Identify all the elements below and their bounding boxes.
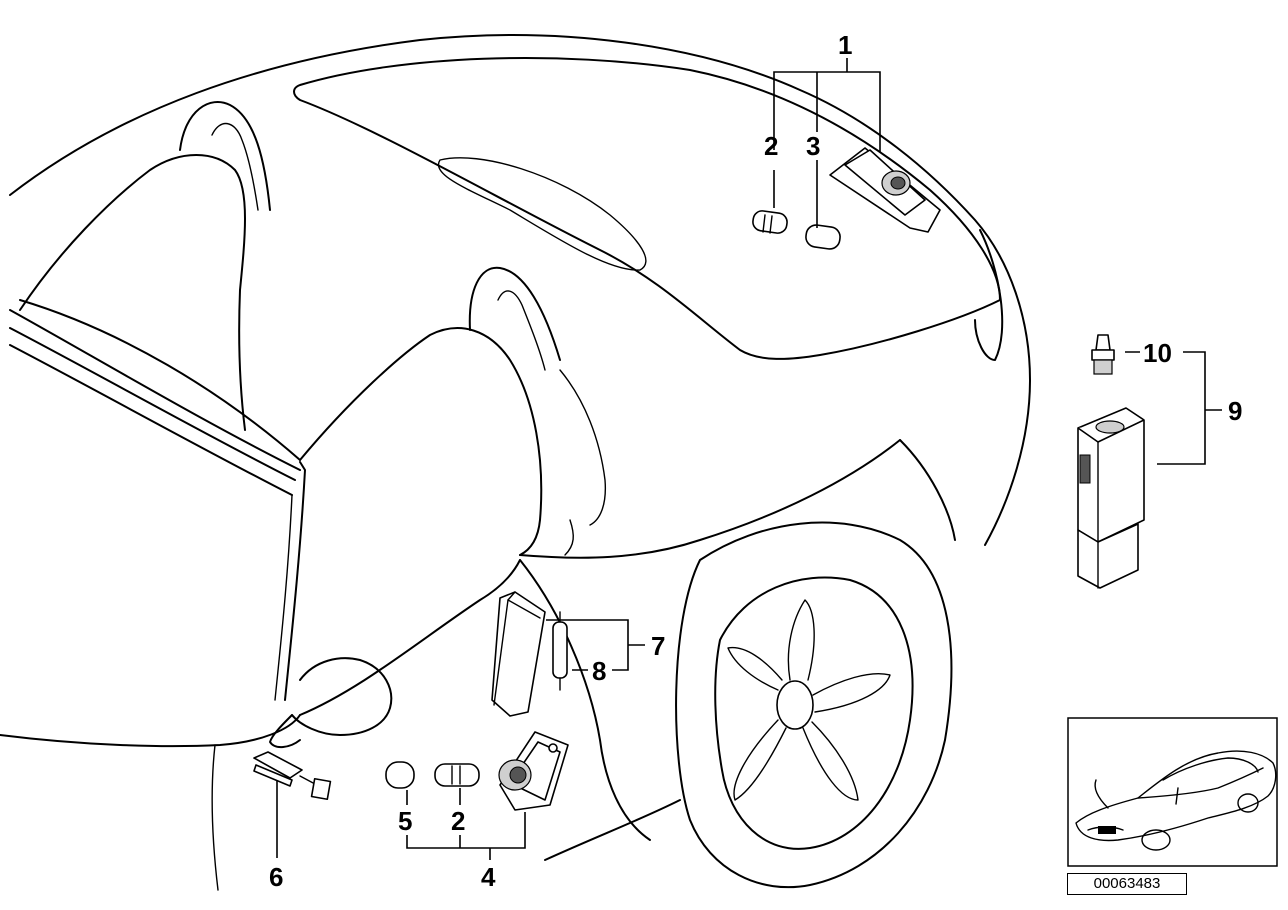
callout-9: 9: [1228, 396, 1242, 426]
callout-1: 1: [838, 30, 852, 60]
callout-7: 7: [651, 631, 665, 661]
side-mirror: [211, 657, 393, 891]
control-module[interactable]: [1077, 407, 1145, 589]
callout-2-bottom: 2: [451, 806, 465, 836]
module-bulb[interactable]: [1091, 334, 1115, 375]
callout-8: 8: [592, 656, 606, 686]
lamp-housing-bottom[interactable]: [498, 731, 569, 811]
trunk-lamp-assembly[interactable]: [829, 147, 941, 233]
rear-wheel: [675, 521, 953, 889]
festoon-bulb-side[interactable]: [552, 611, 568, 691]
festoon-bulb-top[interactable]: [752, 210, 788, 235]
callout-10: 10: [1143, 338, 1172, 368]
seats-and-rollbars: [19, 101, 607, 556]
cable-connector[interactable]: [253, 751, 332, 801]
callout-5: 5: [398, 806, 412, 836]
windscreen-frame: [9, 309, 306, 701]
callout-3: 3: [806, 131, 820, 161]
callout-4: 4: [481, 862, 496, 892]
lens-cap-bottom[interactable]: [385, 761, 415, 789]
callout-2-top: 2: [764, 131, 778, 161]
drawing-id-label: 00063483: [1067, 873, 1187, 895]
side-lamp[interactable]: [491, 591, 546, 717]
festoon-bulb-bottom[interactable]: [434, 763, 480, 787]
lens-cap-top[interactable]: [805, 224, 842, 251]
vehicle-thumbnail: [1067, 717, 1278, 867]
callout-6: 6: [269, 862, 283, 892]
car-body-outline: [0, 34, 1031, 861]
